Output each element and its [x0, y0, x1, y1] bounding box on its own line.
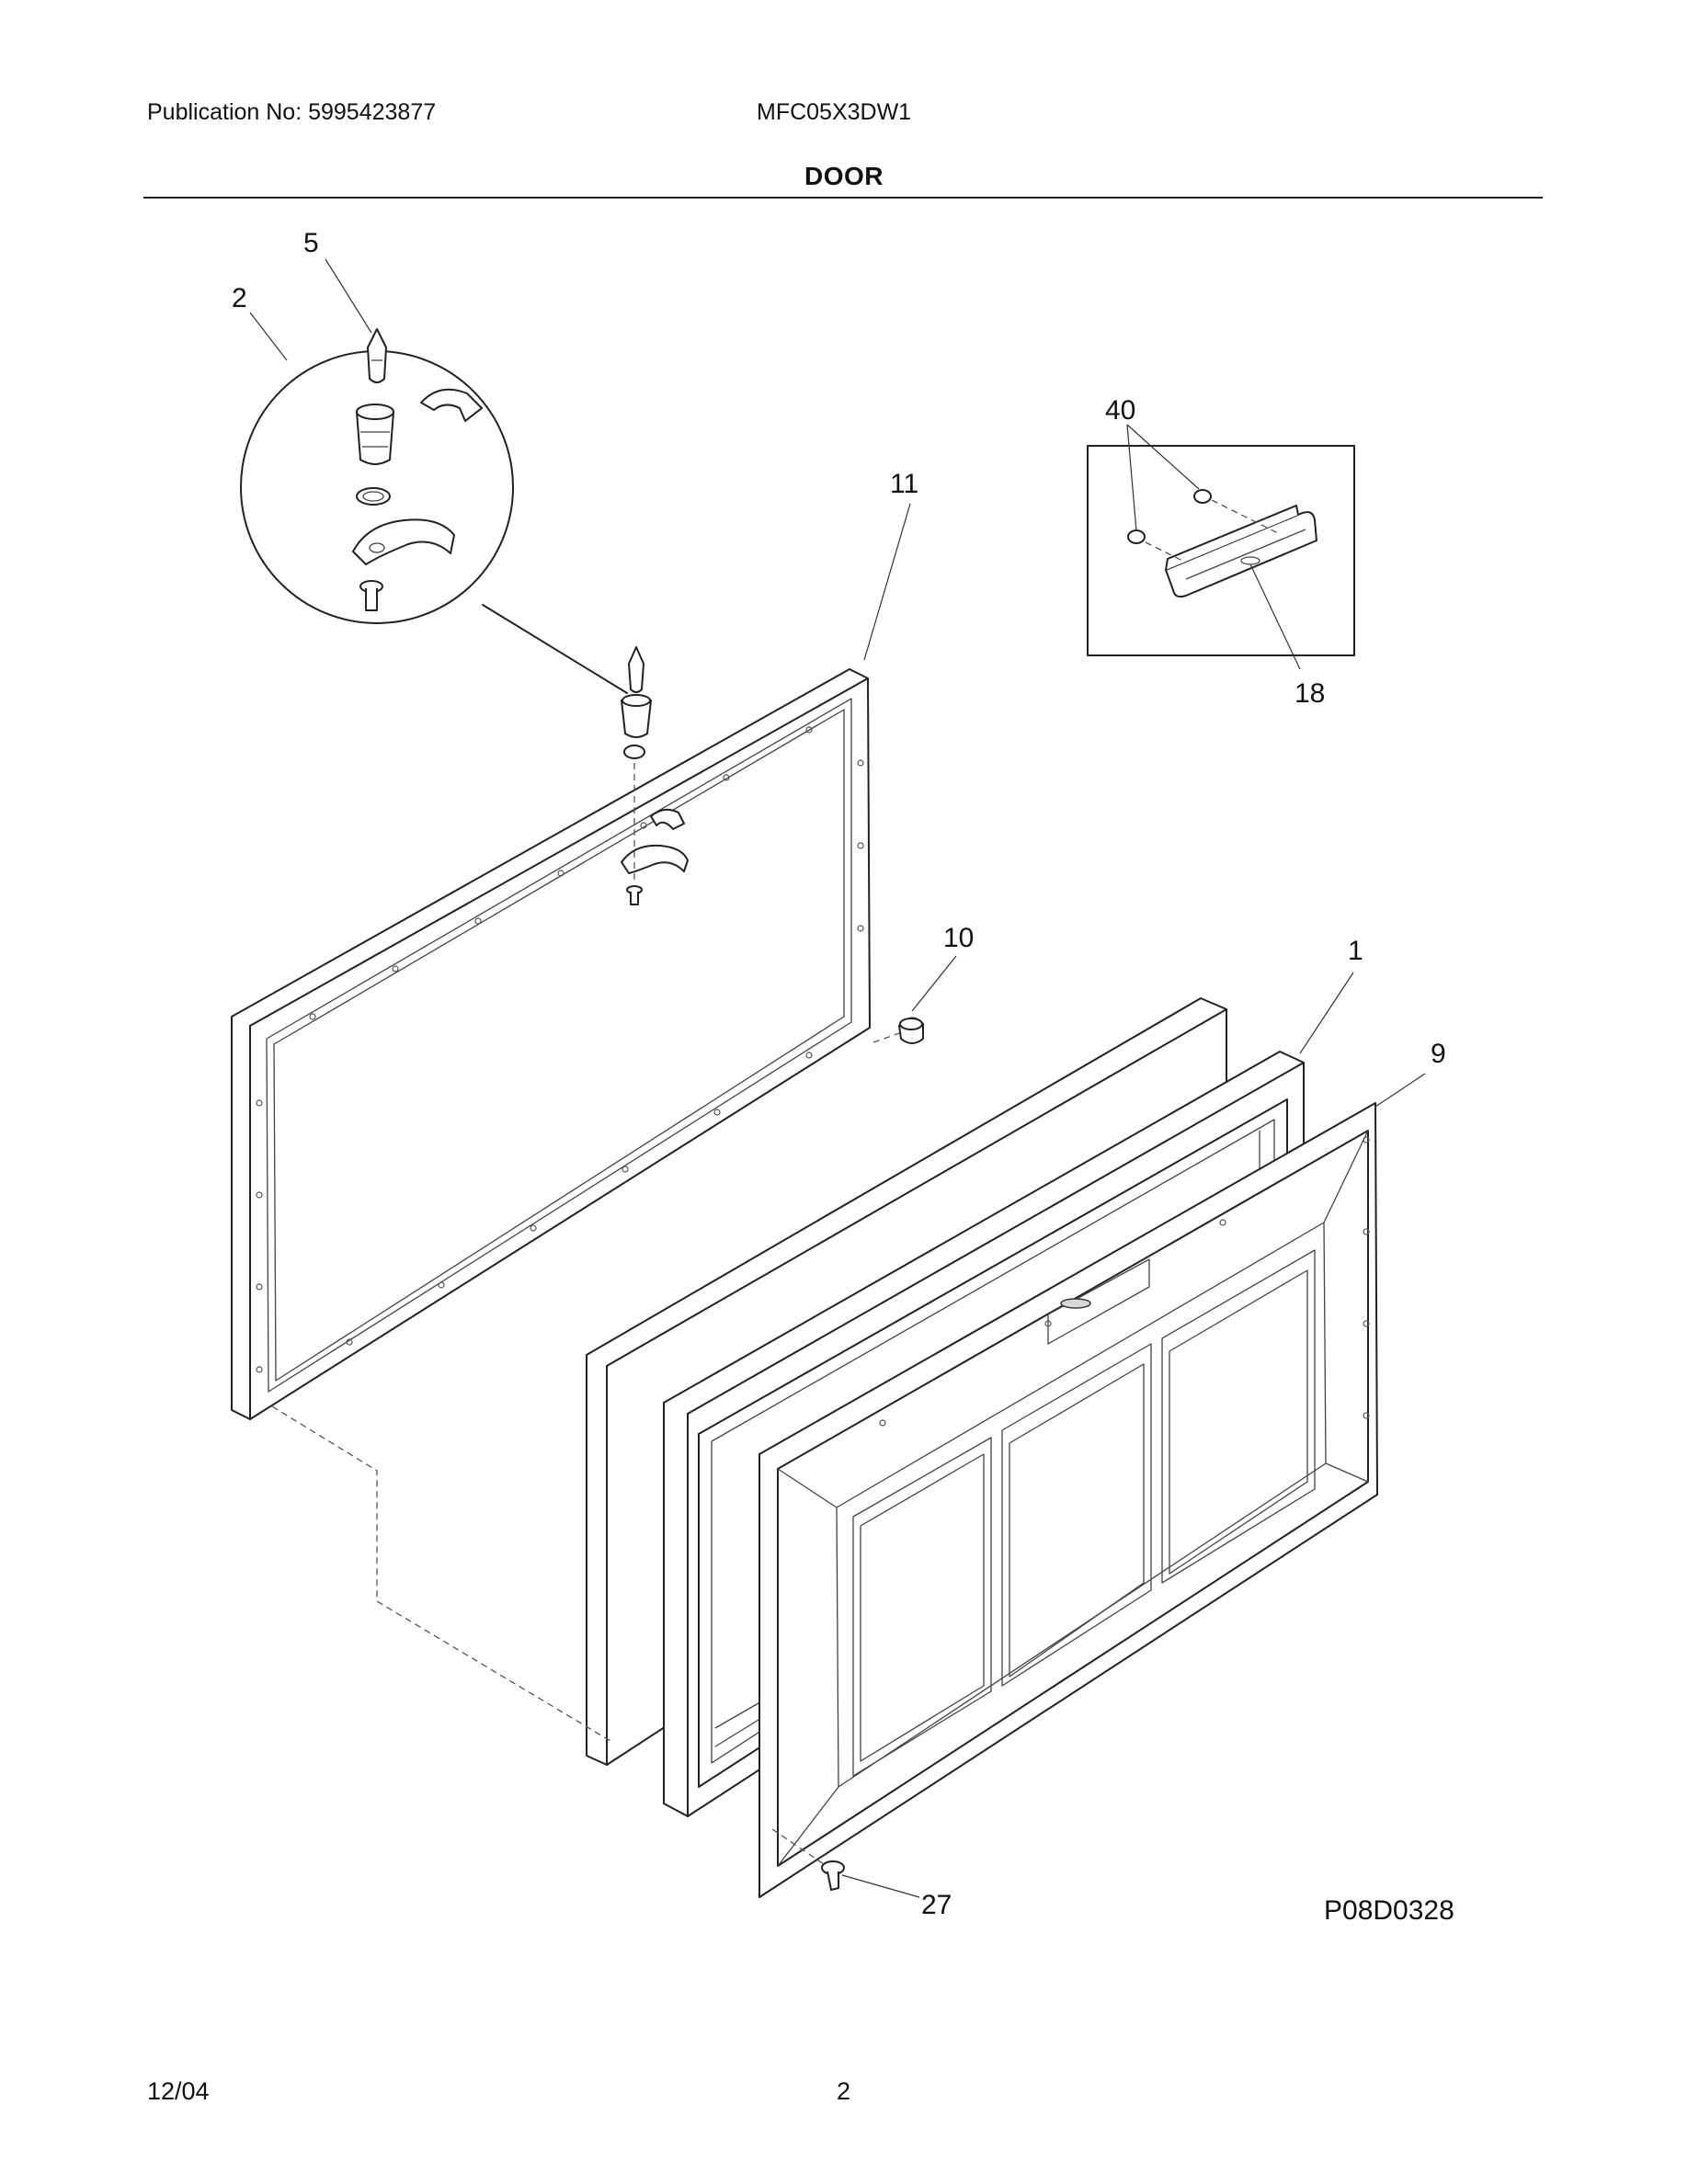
handle-part — [1165, 505, 1317, 598]
header-rule — [143, 197, 1543, 199]
alignment-line-left — [271, 1405, 611, 1742]
o-ring-detail — [356, 487, 391, 506]
publication-number: Publication No: 5995423877 — [147, 99, 437, 125]
page-number: 2 — [837, 2077, 851, 2105]
callout-40: 40 — [1105, 395, 1135, 426]
model-number: MFC05X3DW1 — [757, 99, 912, 125]
callout-27: 27 — [921, 1890, 952, 1920]
handle-inset-box — [1087, 445, 1355, 656]
callout-2: 2 — [232, 283, 247, 313]
section-title: DOOR — [804, 162, 884, 190]
callout-1: 1 — [1348, 936, 1363, 966]
plug-upper — [1193, 489, 1212, 504]
leader-lines — [249, 258, 1426, 1898]
hinge-bracket-detail — [352, 518, 455, 565]
callout-18: 18 — [1295, 678, 1325, 709]
hinge-screw-detail — [359, 580, 383, 611]
door-bumper — [873, 1017, 924, 1044]
plug-lower — [1127, 529, 1146, 544]
footer-date: 12/04 — [147, 2077, 210, 2105]
callout-11: 11 — [890, 469, 918, 499]
hinge-bushing-detail — [356, 404, 394, 465]
callout-10: 10 — [943, 923, 974, 953]
hinge-detail-circle — [240, 328, 628, 694]
outer-door-panel — [758, 1102, 1378, 1898]
hinge-clip-detail — [420, 388, 483, 422]
door-screw — [821, 1860, 845, 1891]
hinge-assembly-on-door — [621, 646, 689, 905]
figure-code: P08D0328 — [1324, 1895, 1454, 1926]
callout-5: 5 — [303, 228, 319, 258]
callout-9: 9 — [1431, 1039, 1446, 1069]
hinge-pin-detail — [367, 328, 387, 383]
